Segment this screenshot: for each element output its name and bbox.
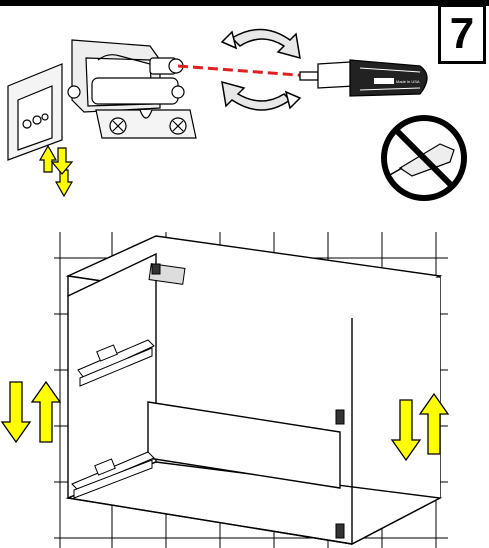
height-adjust-arrows-right	[390, 392, 450, 462]
screwdriver-icon	[299, 59, 428, 97]
no-power-drill-icon	[381, 115, 467, 201]
step-number: 7	[449, 9, 475, 58]
top-rule	[0, 0, 489, 6]
screw-axis-line	[177, 64, 311, 78]
screwdriver-brand-text: Made in USA	[396, 79, 420, 84]
cabinet-bracket-right-upper	[335, 409, 345, 425]
cabinet-carcass	[65, 235, 443, 546]
up-down-arrows-icon-2	[50, 147, 74, 175]
hinge-assembly	[7, 39, 197, 161]
drawer-runner-lower	[71, 451, 155, 499]
up-down-arrows-icon	[38, 144, 74, 198]
cabinet-bracket-right-lower	[335, 523, 345, 539]
drawer-runner-upper	[77, 339, 155, 387]
step-number-box: 7	[438, 4, 486, 64]
rotate-arrows-icon	[220, 28, 302, 111]
cabinet-hinge	[148, 263, 186, 285]
height-adjust-arrows-left	[0, 380, 62, 444]
